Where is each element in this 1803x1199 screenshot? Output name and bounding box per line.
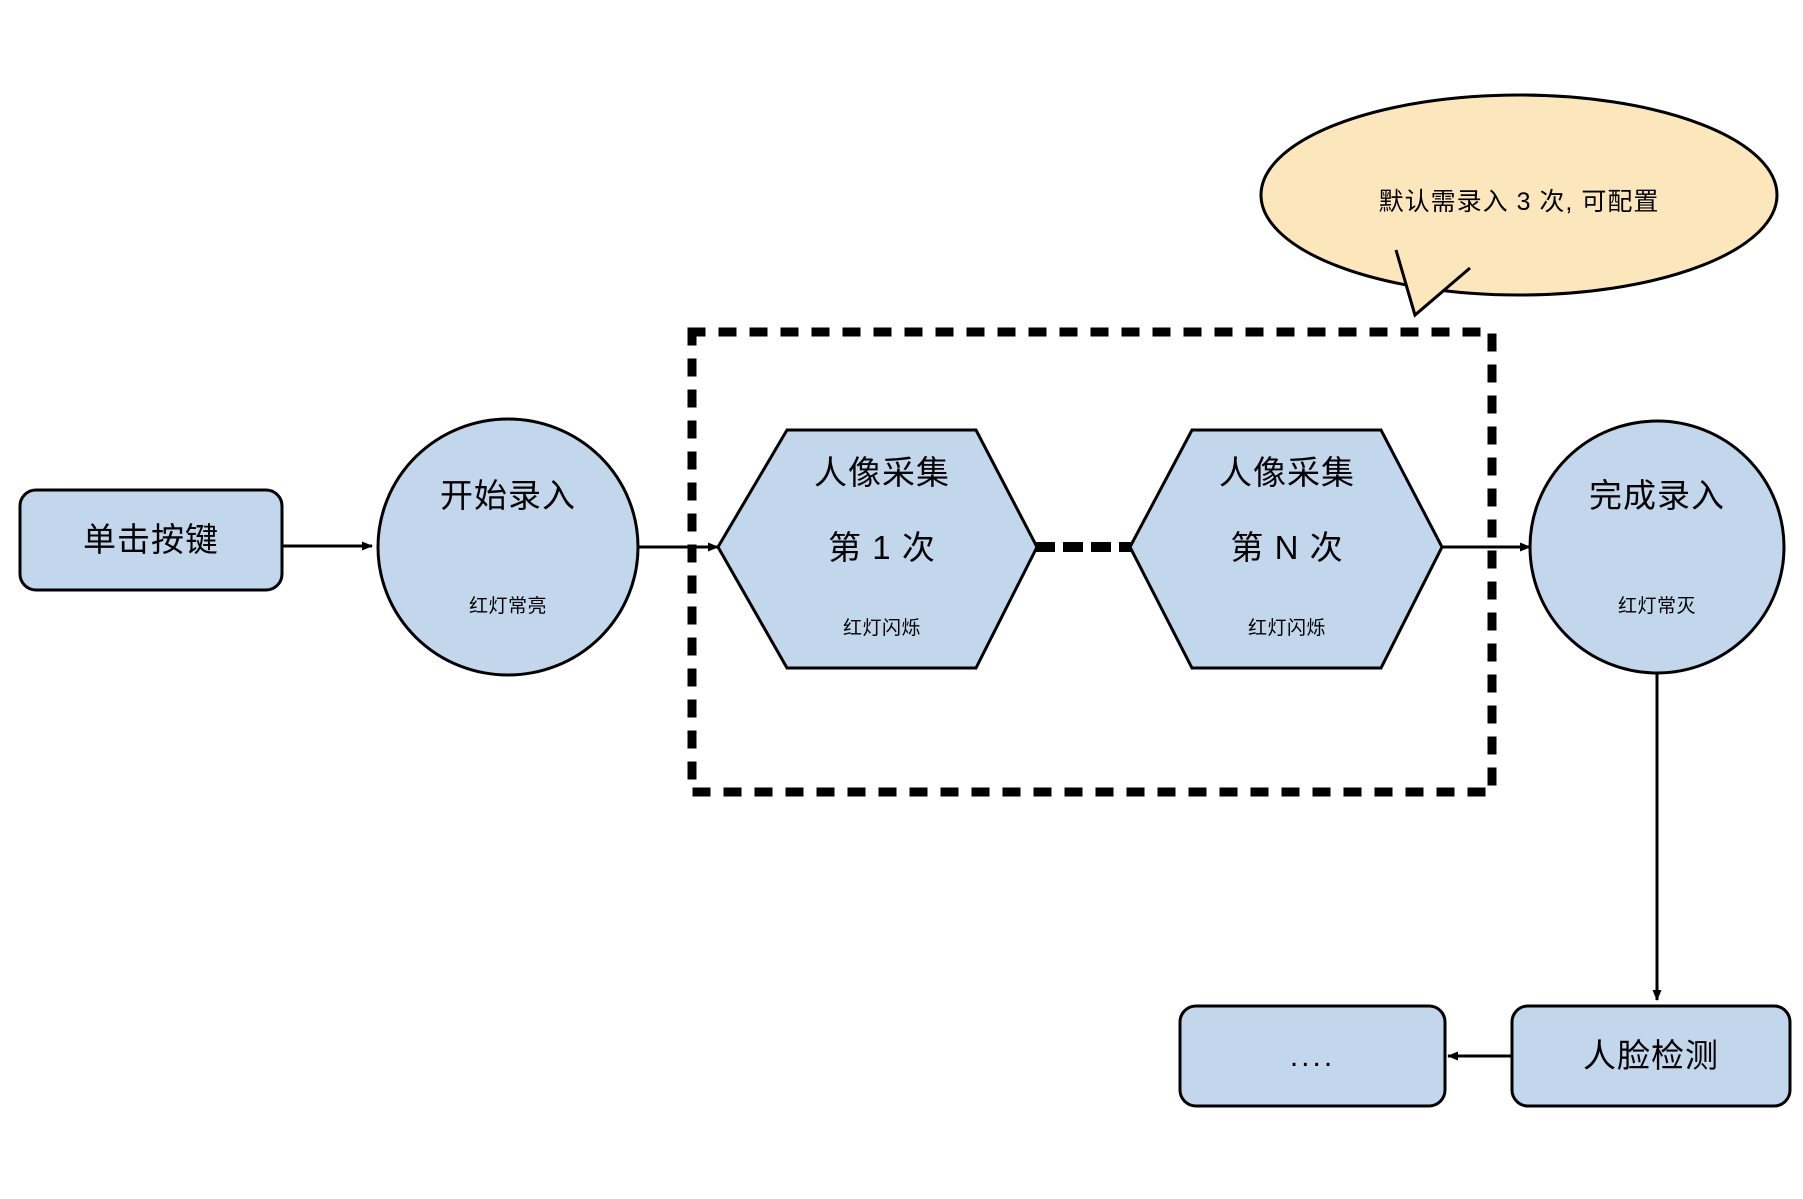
callout-bubble-shape[interactable] (1259, 93, 1779, 297)
node-start-enroll-shape[interactable] (376, 417, 640, 677)
capture-loop-group-box (687, 327, 1497, 797)
callout-tail-seam (1394, 249, 1471, 318)
node-more-steps-shape[interactable] (1178, 1004, 1447, 1108)
node-capture-first-shape[interactable] (716, 428, 1039, 670)
node-click-key-shape[interactable] (18, 488, 284, 592)
node-capture-nth-shape[interactable] (1128, 428, 1444, 670)
node-face-detect-shape[interactable] (1510, 1004, 1792, 1108)
node-finish-enroll-shape[interactable] (1528, 419, 1786, 675)
